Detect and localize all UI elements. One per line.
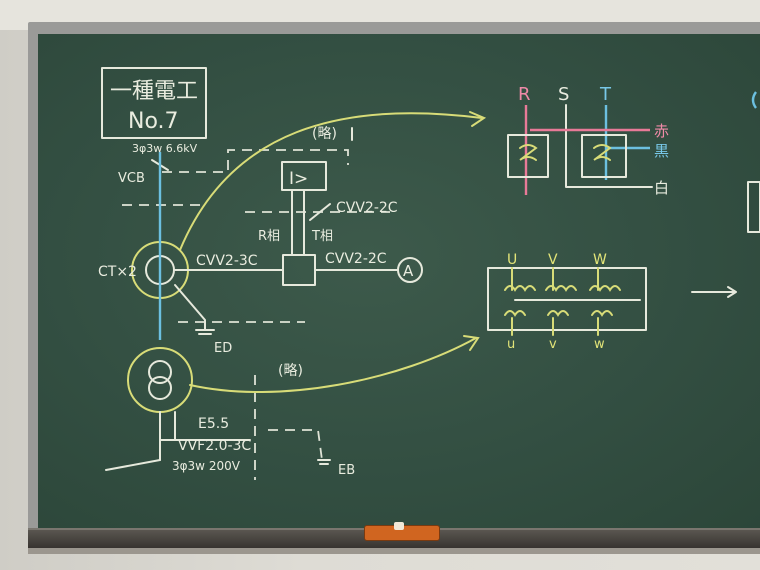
upper-v: V	[548, 252, 558, 268]
e55-label: E5.5	[198, 416, 229, 432]
lower-w: w	[594, 337, 605, 352]
chalk-tray-lip	[28, 548, 760, 554]
lower-v: v	[549, 337, 557, 352]
t-phase-label: T相	[311, 229, 333, 244]
upper-u: U	[507, 252, 517, 268]
r-phase-label: R相	[258, 229, 280, 244]
t-label: T	[599, 84, 612, 105]
left-circuit: 3φ3w 6.6kV VCB (略) I> CVV2-2C R相 T相 CT×2…	[98, 111, 487, 480]
cvv-3c-label: CVV2-3C	[196, 253, 258, 269]
title-line2: No.7	[128, 109, 179, 134]
vvf-label: VVF2.0-3C	[178, 438, 251, 454]
s-label: S	[558, 84, 569, 105]
cvv-ammeter-label: CVV2-2C	[325, 251, 387, 267]
supply-label: 3φ3w 6.6kV	[132, 142, 198, 155]
ryaku-mid: (略)	[278, 363, 303, 379]
ct-label: CT×2	[98, 264, 137, 280]
vcb-label: VCB	[118, 171, 145, 186]
black-label: 黒	[654, 142, 669, 160]
uvw-diagram: U V W u v w	[487, 252, 737, 352]
secondary-label: 3φ3w 200V	[172, 459, 241, 473]
cvv-top-label: CVV2-2C	[336, 200, 398, 216]
relay-label: I>	[289, 169, 308, 189]
blackboard	[38, 34, 760, 528]
white-label: 白	[654, 179, 669, 197]
title-line1: 一種電工	[110, 79, 198, 104]
rst-diagram: R S T 赤 黒 白	[507, 84, 669, 197]
lower-u: u	[507, 337, 515, 352]
title-box: 一種電工 No.7	[101, 67, 207, 139]
ammeter-label: A	[403, 262, 414, 280]
earth-b-label: EB	[338, 463, 355, 478]
r-label: R	[518, 84, 531, 105]
edge-marks	[747, 91, 760, 233]
ryaku-top: (略)	[312, 126, 337, 142]
red-label: 赤	[654, 122, 669, 140]
eraser-band	[394, 522, 404, 530]
upper-w: W	[593, 252, 607, 268]
earth-d-label: ED	[214, 341, 232, 356]
